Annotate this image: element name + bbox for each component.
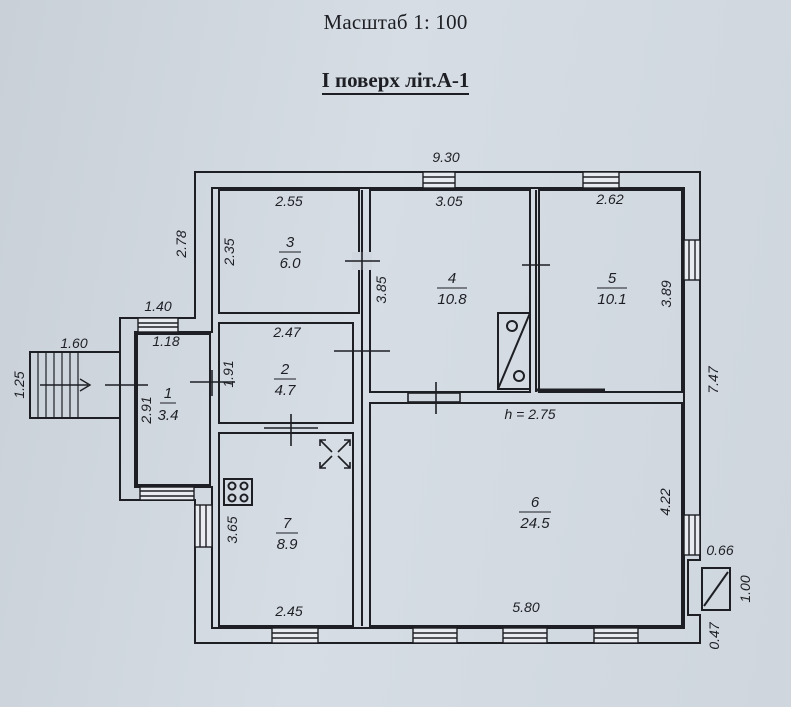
dim-steps-depth: 1.25 bbox=[11, 371, 27, 398]
room-area: 10.1 bbox=[597, 291, 626, 308]
room-3-outline bbox=[218, 189, 360, 314]
ceiling-height: h = 2.75 bbox=[505, 406, 556, 422]
window bbox=[683, 514, 701, 556]
room-area: 24.5 bbox=[519, 515, 550, 532]
cooker-burner bbox=[239, 493, 249, 503]
dim-room4-width: 3.05 bbox=[435, 193, 462, 209]
room-5-outline bbox=[538, 189, 683, 393]
window bbox=[412, 627, 458, 644]
dim-room3-width: 2.55 bbox=[274, 193, 302, 209]
dim-left-wall-top: 2.78 bbox=[173, 230, 189, 258]
stove-burner bbox=[506, 320, 518, 332]
dim-porch-width: 1.40 bbox=[144, 298, 171, 314]
dim-porch-inner: 1.18 bbox=[152, 333, 179, 349]
floor-title-text: I поверх літ.А-1 bbox=[321, 68, 470, 95]
room-number: 3 bbox=[286, 234, 295, 251]
dim-room6-width: 5.80 bbox=[512, 599, 539, 615]
dim-room6-height: 4.22 bbox=[657, 488, 673, 515]
annex-box bbox=[701, 567, 731, 611]
cooker-burner bbox=[227, 481, 237, 491]
dim-annex-height: 1.00 bbox=[737, 575, 753, 602]
ventilation-symbol bbox=[319, 439, 351, 469]
window bbox=[582, 171, 620, 189]
window bbox=[139, 486, 195, 501]
cooker bbox=[223, 478, 253, 506]
cooker-burner bbox=[239, 481, 249, 491]
stove bbox=[497, 312, 531, 390]
stove-diagonal bbox=[497, 312, 531, 390]
room-number: 1 bbox=[164, 385, 172, 402]
room-number: 7 bbox=[283, 515, 292, 532]
outer-wall-inner bbox=[134, 187, 685, 629]
window bbox=[593, 627, 639, 644]
window bbox=[271, 627, 319, 644]
window bbox=[502, 627, 548, 644]
room-label-7: 7 8.9 bbox=[276, 515, 298, 553]
room-area: 10.8 bbox=[437, 291, 467, 308]
window bbox=[137, 317, 179, 333]
dim-room4-height: 3.85 bbox=[373, 276, 389, 303]
dim-right-wall: 7.47 bbox=[705, 365, 721, 393]
dim-room2-width: 2.47 bbox=[272, 324, 301, 340]
room-label-5: 5 10.1 bbox=[597, 270, 627, 308]
stove-burner bbox=[513, 370, 525, 382]
floor-title: I поверх літ.А-1 bbox=[0, 68, 791, 95]
dim-annex-bottom: 0.47 bbox=[706, 621, 722, 649]
cooker-burner bbox=[227, 493, 237, 503]
annex-diagonal bbox=[703, 571, 729, 607]
room-label-2: 2 4.7 bbox=[274, 361, 296, 399]
room-label-6: 6 24.5 bbox=[519, 494, 551, 532]
room-number: 2 bbox=[280, 361, 290, 378]
dim-room2-height: 1.91 bbox=[220, 360, 236, 387]
dim-room1-height: 2.91 bbox=[138, 396, 154, 424]
dim-room5-width: 2.62 bbox=[595, 191, 623, 207]
room-number: 4 bbox=[448, 270, 456, 287]
room-label-1: 1 3.4 bbox=[158, 385, 179, 424]
room-area: 3.4 bbox=[158, 407, 179, 424]
doors bbox=[105, 250, 550, 446]
room-area: 4.7 bbox=[275, 382, 297, 399]
room-2-outline bbox=[218, 322, 354, 424]
dim-annex-width: 0.66 bbox=[706, 542, 733, 558]
room-7-outline bbox=[218, 432, 354, 627]
room-1-outline bbox=[136, 333, 211, 486]
room-number: 6 bbox=[531, 494, 540, 511]
windows bbox=[137, 171, 701, 644]
room-number: 5 bbox=[608, 270, 617, 287]
dim-room5-height: 3.89 bbox=[658, 280, 674, 307]
dim-total-width: 9.30 bbox=[432, 149, 459, 165]
door-opening bbox=[407, 392, 461, 403]
scale-label: Масштаб 1: 100 bbox=[323, 10, 468, 34]
dim-room3-height: 2.35 bbox=[221, 238, 237, 266]
window bbox=[194, 504, 213, 548]
window bbox=[422, 171, 456, 189]
room-4-outline bbox=[369, 189, 531, 393]
entry-arrow-head bbox=[79, 378, 92, 392]
window bbox=[683, 239, 701, 281]
dim-steps-width: 1.60 bbox=[60, 335, 87, 351]
outer-wall bbox=[119, 171, 701, 644]
room-area: 6.0 bbox=[280, 255, 302, 272]
room-label-4: 4 10.8 bbox=[437, 270, 467, 308]
room-label-3: 3 6.0 bbox=[279, 234, 301, 272]
room-6-outline bbox=[369, 402, 683, 627]
dim-room7-height: 3.65 bbox=[224, 516, 240, 543]
dim-room7-width: 2.45 bbox=[274, 603, 302, 619]
room-area: 8.9 bbox=[277, 536, 299, 553]
